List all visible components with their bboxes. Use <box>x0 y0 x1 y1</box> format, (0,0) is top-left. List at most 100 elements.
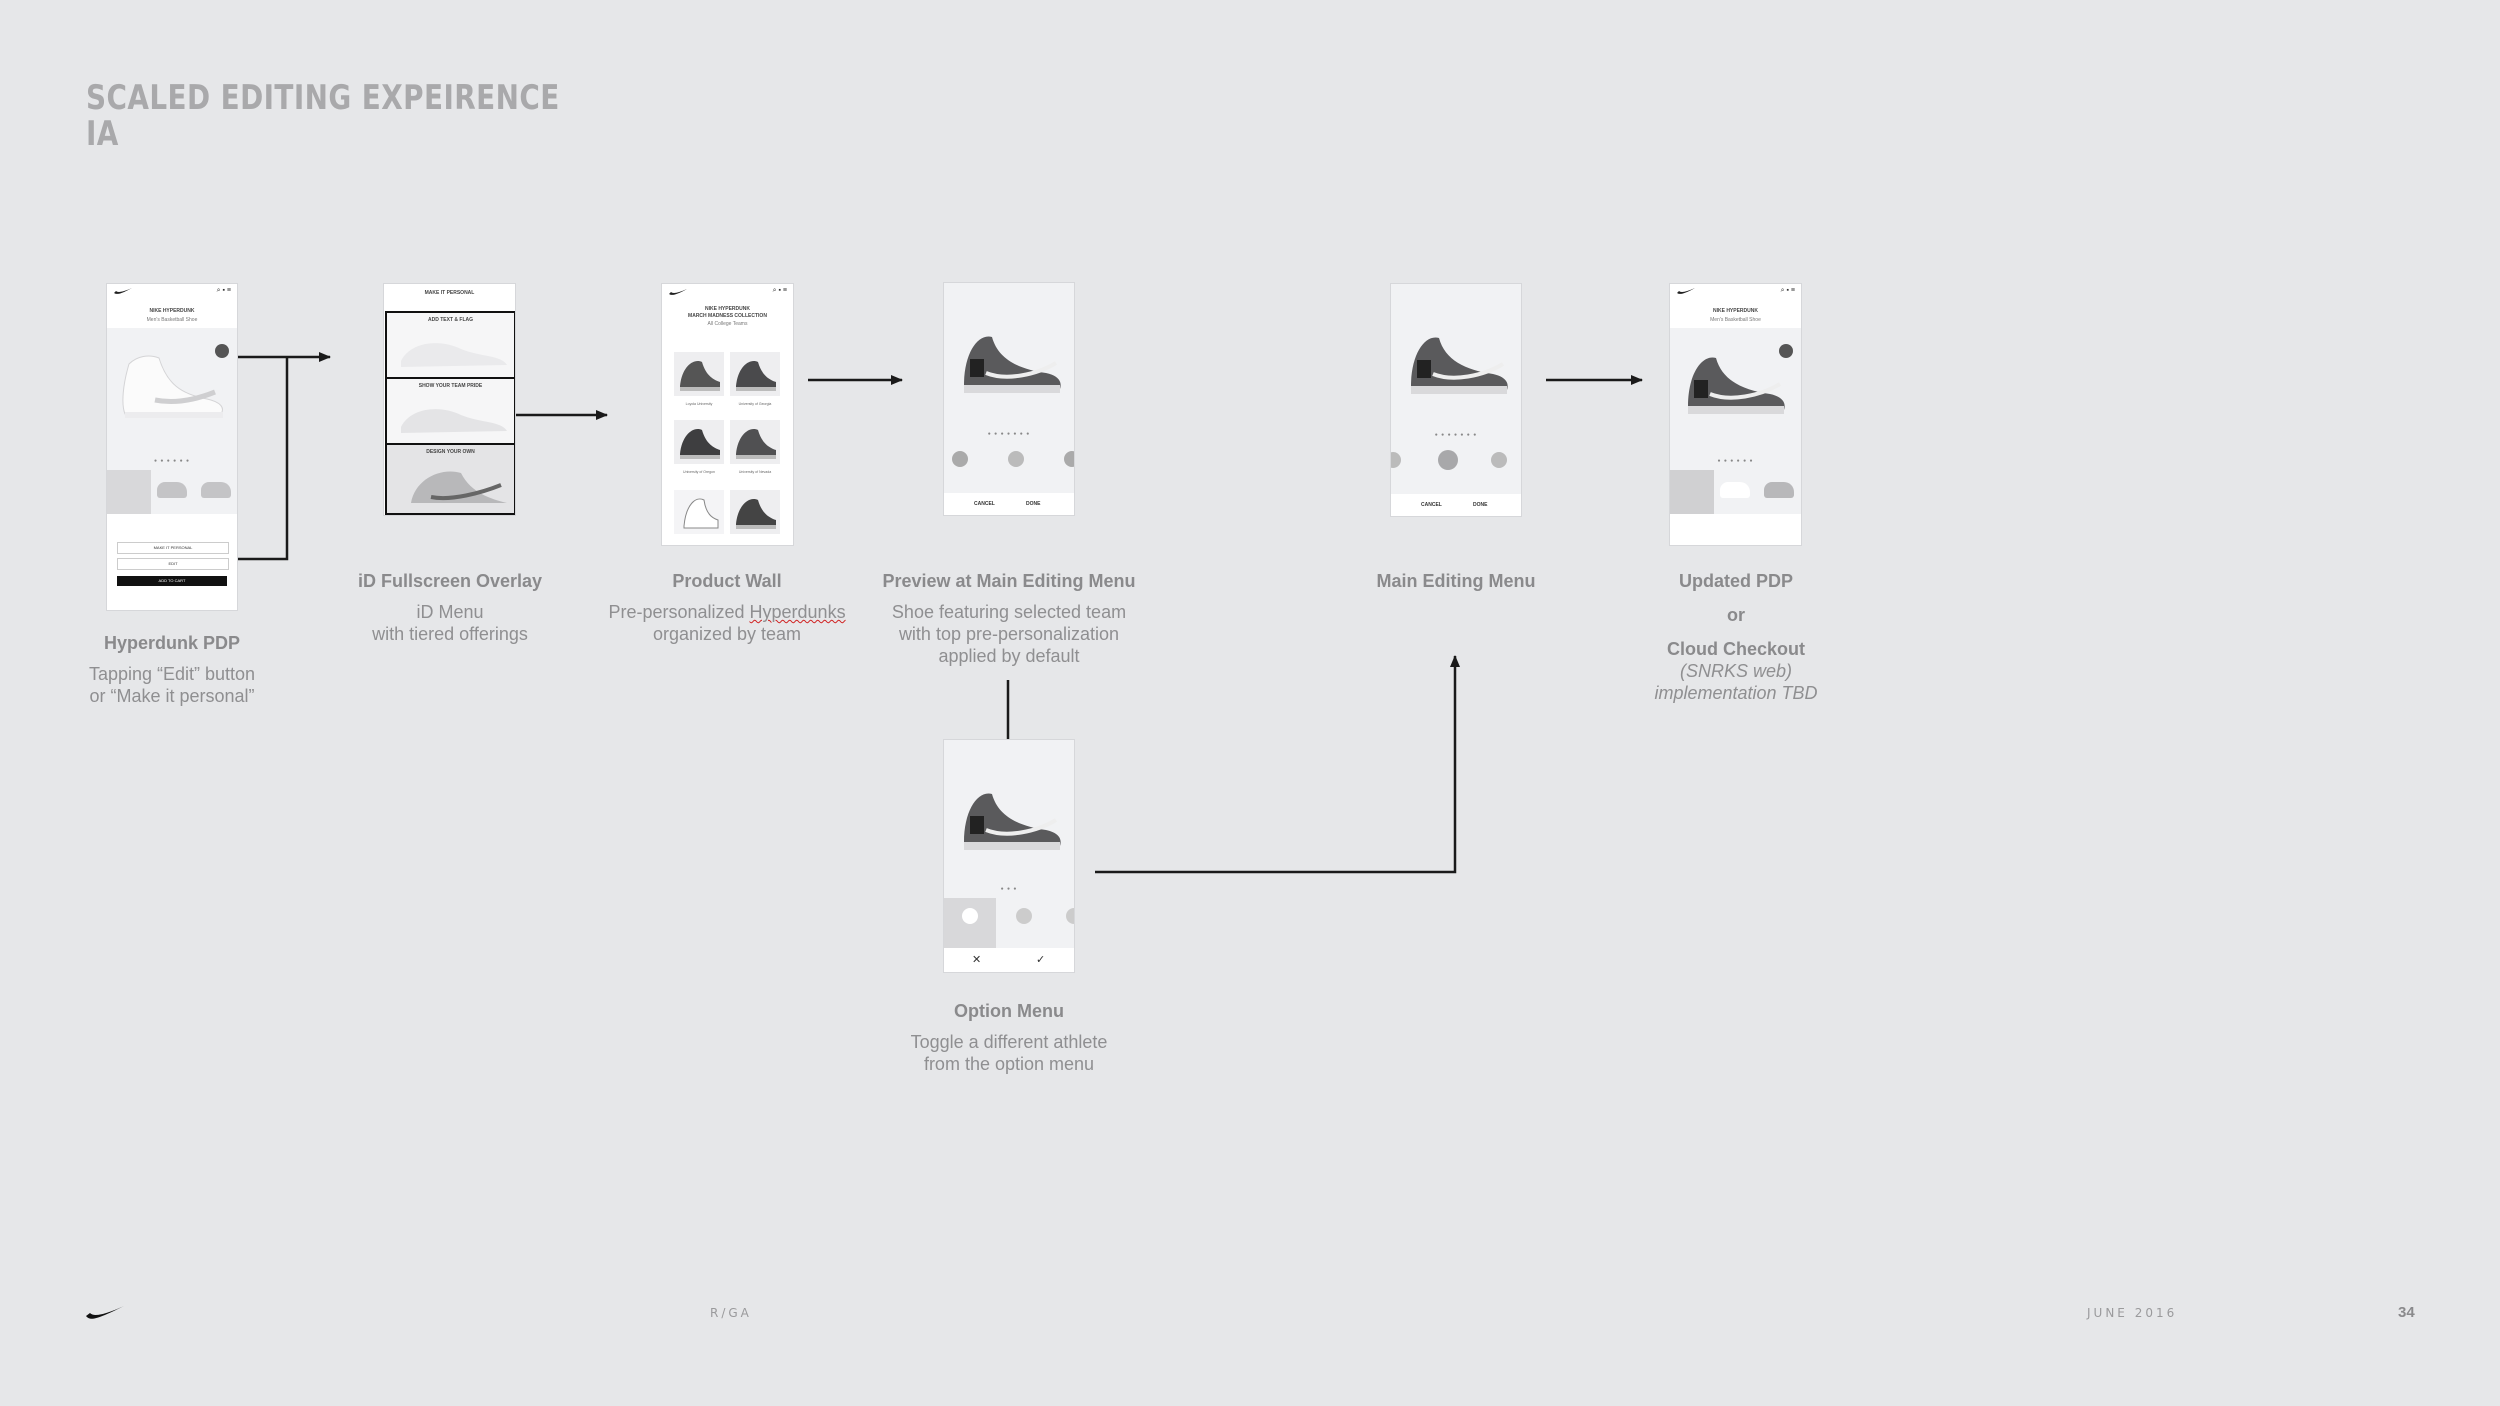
edit-button[interactable]: EDIT <box>117 558 229 570</box>
cancel-button[interactable]: CANCEL <box>1421 502 1442 508</box>
done-button[interactable]: DONE <box>1026 501 1041 507</box>
personalize-badge-icon[interactable] <box>215 344 229 358</box>
thumbnail-3[interactable] <box>1764 482 1794 498</box>
shoe-team-icon <box>964 793 1061 850</box>
node-title-2: Cloud Checkout <box>1667 639 1805 659</box>
node-title: Product Wall <box>672 571 782 591</box>
pdp-subheading: Men's Basketball Shoe <box>1710 317 1761 323</box>
shoe-grey-icon <box>411 471 507 503</box>
tier-label: ADD TEXT & FLAG <box>428 317 473 323</box>
shoe-dark-icon <box>736 361 776 391</box>
shoe-dark-icon <box>680 429 720 459</box>
shoe-image-white <box>122 355 223 418</box>
product-tile[interactable] <box>730 490 780 534</box>
screen-preview-main-menu[interactable]: ● ● ● ● ● ● ● CANCEL DONE <box>944 283 1074 515</box>
wall-subheading: All College Teams <box>707 321 748 327</box>
tier-add-text-flag[interactable]: ADD TEXT & FLAG <box>385 311 515 379</box>
pdp-title-area: NIKE HYPERDUNK Men's Basketball Shoe <box>107 298 237 328</box>
team-name: University of Nevada <box>738 470 772 474</box>
personalize-badge-icon[interactable] <box>1779 344 1793 358</box>
make-it-personal-button[interactable]: MAKE IT PERSONAL <box>117 542 229 554</box>
shoe-light-icon <box>683 498 719 529</box>
nike-logo-icon <box>86 1306 124 1319</box>
thumbnail-2[interactable] <box>157 482 187 498</box>
node-desc-1: Toggle a different athlete <box>910 1032 1108 1052</box>
pdp-heading: NIKE HYPERDUNK <box>1712 308 1758 314</box>
screen-product-wall[interactable]: ⌕ ▪ ≡ NIKE HYPERDUNK MARCH MADNESS COLLE… <box>662 284 793 545</box>
thumbnail-2[interactable] <box>1720 482 1750 498</box>
menu-icons: ⌕ ▪ ≡ <box>772 287 787 294</box>
product-tile[interactable] <box>674 420 724 464</box>
node-desc-2: with tiered offerings <box>372 624 528 644</box>
close-icon[interactable]: ✕ <box>972 954 982 966</box>
node-title: Updated PDP <box>1678 571 1793 591</box>
option-icon[interactable] <box>1491 452 1507 468</box>
action-bar: CANCEL DONE <box>1391 494 1521 516</box>
product-tile[interactable] <box>730 352 780 396</box>
option-action-bar: ✕ ✓ <box>944 948 1074 972</box>
athlete-option-icon[interactable] <box>962 908 978 924</box>
shoe-ghost-icon <box>401 343 507 367</box>
page-number: 34 <box>2398 1304 2415 1321</box>
option-icon[interactable] <box>1008 451 1024 467</box>
pdp-action-area: MAKE IT PERSONAL EDIT ADD TO CART <box>107 514 237 610</box>
arrow-option-to-main <box>1095 655 1460 874</box>
option-icon[interactable] <box>952 451 968 467</box>
team-name: University of Georgia <box>738 402 772 406</box>
shoe-team-icon <box>1411 337 1508 394</box>
thumbnail-1[interactable] <box>107 470 151 514</box>
product-tile[interactable] <box>674 352 724 396</box>
tier-label: DESIGN YOUR OWN <box>426 449 475 455</box>
thumbnail-3[interactable] <box>201 482 231 498</box>
product-tile[interactable] <box>674 490 724 534</box>
node-title: Hyperdunk PDP <box>103 633 241 653</box>
option-icon[interactable] <box>1391 452 1401 468</box>
thumbnail-1[interactable] <box>1670 470 1714 514</box>
team-name: Loyola University <box>685 402 713 406</box>
screen-hyperdunk-pdp[interactable]: ⌕ ▪ ≡ NIKE HYPERDUNK Men's Basketball Sh… <box>107 284 237 610</box>
node-desc-3: applied by default <box>938 646 1080 666</box>
desc-misspelled-word: Hyperdunks <box>749 602 846 622</box>
nike-swoosh-icon <box>669 289 687 295</box>
label-updated-pdp: Updated PDP or Cloud Checkout (SNRKS web… <box>1616 570 1856 704</box>
screen-id-overlay[interactable]: MAKE IT PERSONAL ADD TEXT & FLAG SHOW YO… <box>384 284 515 515</box>
carousel-dots: ● ● ● ● ● ● <box>153 458 191 464</box>
option-icon[interactable] <box>1438 450 1458 470</box>
carousel-dots: ● ● ● <box>1000 886 1018 892</box>
done-button[interactable]: DONE <box>1473 502 1488 508</box>
shoe-dark-icon <box>736 499 776 529</box>
add-to-cart-button[interactable]: ADD TO CART <box>117 576 227 586</box>
shoe-dark-icon <box>680 361 720 391</box>
label-option-menu: Option Menu Toggle a different athlete f… <box>884 1000 1134 1075</box>
desc-prefix: Pre-personalized <box>608 602 750 622</box>
pdp-subheading: Men's Basketball Shoe <box>146 317 198 323</box>
thumbnail-strip <box>107 470 237 514</box>
node-desc-1: Shoe featuring selected team <box>891 602 1127 622</box>
node-desc-2: or “Make it personal” <box>89 686 255 706</box>
node-desc-1: iD Menu <box>416 602 484 622</box>
screen-option-menu[interactable]: ● ● ● ✕ ✓ <box>944 740 1074 972</box>
option-icon[interactable] <box>1064 451 1074 467</box>
athlete-option-icon[interactable] <box>1066 908 1074 924</box>
tier-team-pride[interactable]: SHOW YOUR TEAM PRIDE <box>385 377 515 445</box>
screen-main-editing-menu[interactable]: ● ● ● ● ● ● ● CANCEL DONE <box>1391 284 1521 516</box>
cancel-button[interactable]: CANCEL <box>974 501 995 507</box>
tier-design-your-own[interactable]: DESIGN YOUR OWN <box>385 443 515 515</box>
pdp-header: ⌕ ▪ ≡ <box>107 284 237 298</box>
pdp-heading: NIKE HYPERDUNK <box>149 308 195 314</box>
product-tile[interactable] <box>730 420 780 464</box>
label-preview-main-menu: Preview at Main Editing Menu Shoe featur… <box>864 570 1154 667</box>
tier-label: SHOW YOUR TEAM PRIDE <box>418 383 483 389</box>
node-desc-1: Pre-personalized Hyperdunks <box>597 601 857 623</box>
shoe-ghost-icon <box>401 409 507 433</box>
label-product-wall: Product Wall Pre-personalized Hyperdunks… <box>597 570 857 645</box>
pdp-action-area <box>1670 514 1801 545</box>
node-desc-1: Tapping “Edit” button <box>88 664 256 684</box>
node-desc-2: with top pre-personalization <box>898 624 1120 644</box>
athlete-option-icon[interactable] <box>1016 908 1032 924</box>
node-note-1: (SNRKS web) <box>1679 661 1793 681</box>
team-name: University of Oregon <box>683 470 715 474</box>
screen-updated-pdp[interactable]: ⌕ ▪ ≡ NIKE HYPERDUNK Men's Basketball Sh… <box>1670 284 1801 545</box>
check-icon[interactable]: ✓ <box>1036 954 1046 966</box>
